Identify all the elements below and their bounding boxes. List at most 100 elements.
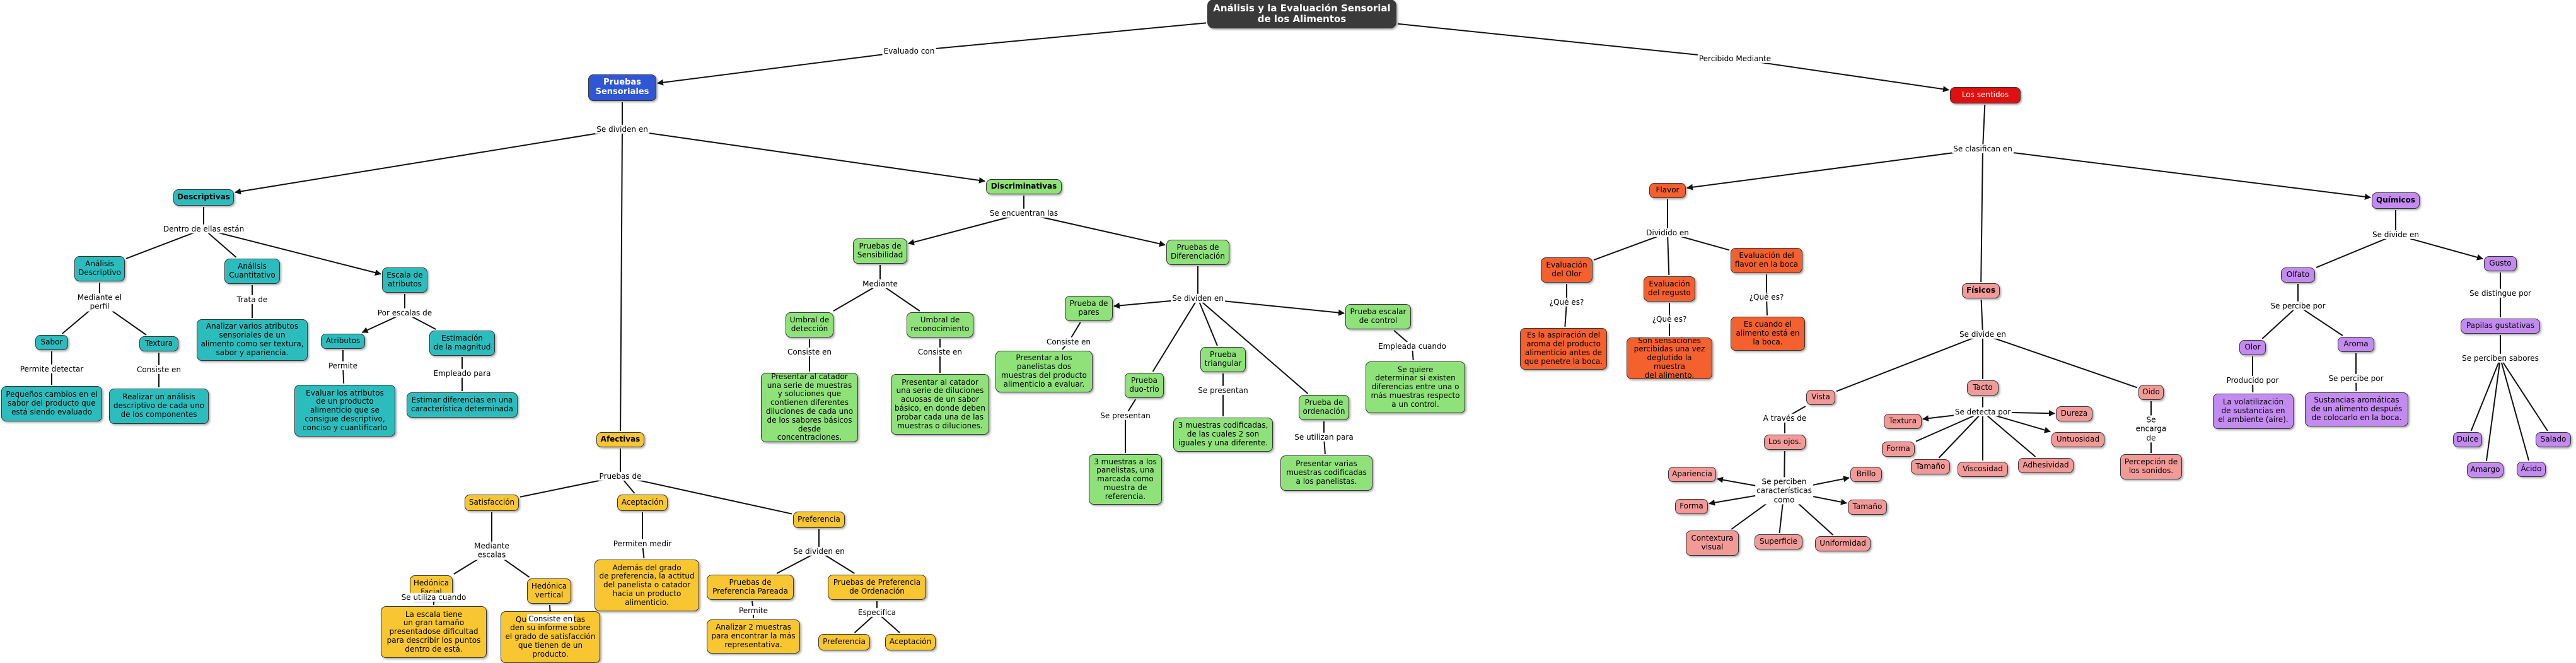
node-presentar-varias: Presentar varias muestras codificadas a … [1280, 455, 1372, 491]
connector-line [1198, 298, 1308, 394]
link-label-especifica: Especifica [857, 608, 897, 617]
node-pruebas-diferenciacion: Pruebas de Diferenciación [1166, 240, 1229, 265]
connector-line [1398, 24, 1735, 59]
node-dulce: Dulce [2453, 432, 2482, 447]
link-label-trata-de: Trata de [236, 295, 269, 304]
link-label-se-dividen-en-2: Se dividen en [1171, 294, 1225, 303]
link-label-permiten-medir: Permiten medir [612, 539, 673, 548]
node-volatilizacion: La volatilización de sustancias en el am… [2213, 394, 2294, 429]
node-preferencia-small: Preferencia [818, 634, 870, 650]
node-eval-regusto: Evaluación del regusto [1644, 276, 1695, 302]
node-los-ojos: Los ojos. [1764, 435, 1806, 450]
node-viscosidad: Viscosidad [1958, 462, 2008, 477]
node-preferencia: Preferencia [793, 512, 845, 528]
link-label-producido-por: Producido por [2225, 376, 2280, 385]
node-umbral-reconocimiento: Umbral de reconocimiento [907, 312, 973, 337]
node-satisfaccion: Satisfacción [465, 495, 519, 511]
node-olor: Olor [2239, 340, 2266, 355]
link-label-se-encuentran-las: Se encuentran las [989, 209, 1059, 218]
node-analisis-cuantitativo: Análisis Cuantitativo [224, 259, 280, 284]
connector-line [1983, 105, 1985, 149]
node-forma-tacto: Forma [1882, 442, 1915, 457]
link-label-se-utiliza-cuando: Se utiliza cuando [400, 593, 468, 602]
node-cuando-alimento: Es cuando el alimento está en la boca. [1731, 317, 1805, 351]
node-presentar-panelistas: Presentar a los panelistas dos muestras … [995, 351, 1093, 392]
node-tamano-tacto: Tamaño [1911, 459, 1950, 474]
link-label-se-perciben-caract: Se perciben características como [1755, 477, 1813, 504]
node-acido: Ácido [2517, 462, 2546, 477]
link-label-se-divide-en-q: Se divide en [2371, 230, 2420, 239]
node-umbral-deteccion: Umbral de detección [786, 312, 833, 337]
node-dureza: Dureza [2056, 406, 2092, 421]
node-uniformidad: Uniformidad [1815, 536, 1871, 551]
link-label-consiste-en-3: Consiste en [917, 348, 963, 356]
link-label-consiste-en-5: Consiste en [527, 614, 574, 623]
node-pref-ordenacion: Pruebas de Preferencia de Ordenación [828, 575, 926, 600]
node-evaluar-atributos: Evaluar los atributos de un producto ali… [294, 385, 395, 437]
link-label-permite-2: Permite [738, 606, 769, 615]
connector-line [2500, 358, 2548, 431]
node-discriminativas: Discriminativas [986, 179, 1062, 194]
connector-line [1836, 334, 1983, 391]
node-flavor: Flavor [1649, 183, 1686, 198]
connector-line [1981, 149, 1983, 282]
connector-line [2316, 235, 2396, 267]
node-textura-desc: Textura [139, 336, 178, 351]
link-label-que-es-1: ¿Qué es? [1548, 298, 1586, 307]
node-amargo: Amargo [2467, 462, 2503, 478]
link-label-se-clasifican-en: Se clasifican en [1952, 144, 2014, 153]
node-prueba-pares: Prueba de pares [1065, 296, 1113, 321]
link-label-se-detecta-por: Se detecta por [1954, 408, 2012, 416]
node-eval-flavor-boca: Evaluación del flavor en la boca [1731, 248, 1802, 273]
node-contextura-visual: Contextura visual [1686, 531, 1739, 556]
node-escala-tiene: La escala tiene un gran tamaño presentad… [381, 606, 487, 658]
link-label-se-presentan-2: Se presentan [1197, 386, 1249, 395]
node-atributos: Atributos [321, 334, 365, 349]
connector-line [2500, 358, 2529, 461]
connector-line [909, 23, 1206, 51]
node-percepcion-sonidos: Percepción de los sonidos. [2120, 454, 2182, 479]
link-label-consiste-en-1: Consiste en [136, 365, 182, 374]
node-superficie: Superficie [1755, 534, 1802, 549]
connector-line [1668, 233, 1669, 275]
node-sabor: Sabor [35, 335, 68, 350]
node-fisicos: Físicos [1962, 283, 2000, 298]
node-brillo: Brillo [1850, 467, 1882, 482]
connector-line [2486, 358, 2500, 461]
node-salado: Salado [2536, 432, 2571, 447]
link-label-se-divide-en: Se divide en [1958, 330, 2007, 339]
link-label-se-utilizan-para: Se utilizan para [1293, 433, 1354, 442]
connector-line [908, 213, 1024, 243]
node-pruebas-sensibilidad: Pruebas de Sensibilidad [853, 238, 907, 264]
node-presentar-catador-2: Presentar al catador una serie de diluci… [891, 374, 989, 435]
link-label-se-percibe-por-1: Se percibe por [2269, 302, 2326, 310]
link-label-se-dividen-en-3: Se dividen en [792, 547, 846, 556]
node-los-sentidos: Los sentidos [1950, 87, 2021, 103]
connector-line [1939, 412, 1983, 458]
link-label-mediante-escalas: Mediante escalas [473, 542, 511, 560]
node-aceptacion-small: Aceptación [885, 634, 936, 650]
node-textura-tacto: Textura [1884, 414, 1922, 429]
node-untuosidad: Untuosidad [2051, 432, 2104, 447]
node-tres-muestras-cod: 3 muestras codificadas, de las cuales 2 … [1173, 418, 1273, 452]
link-label-por-escalas-de: Por escalas de [376, 308, 433, 317]
connector-line [622, 129, 985, 181]
node-oido: Oido [2138, 385, 2164, 400]
node-eval-olor: Evaluación del Olor [1541, 257, 1593, 283]
node-descriptivas: Descriptivas [173, 189, 234, 206]
link-label-se-perciben-sabores: Se perciben sabores [2461, 354, 2540, 363]
link-label-se-percibe-por-2: Se percibe por [2327, 374, 2384, 383]
connector-line [1198, 298, 1217, 346]
link-label-se-encarga-de: Se encarga de [2135, 415, 2168, 442]
node-realizar-analisis: Realizar un análisis descriptivo de cada… [109, 389, 209, 424]
link-label-mediante-1: Mediante [861, 279, 899, 288]
node-analizar-varios: Analizar varios atributos sensoriales de… [197, 319, 308, 361]
link-label-pruebas-de: Pruebas de [598, 472, 643, 481]
node-apariencia: Apariencia [1668, 467, 1716, 482]
link-label-permite-1: Permite [327, 361, 359, 370]
node-papilas: Papilas gustativas [2461, 319, 2540, 334]
link-label-dividido-en: Dividido en [1645, 228, 1690, 237]
link-label-dentro-de-ellas: Dentro de ellas están [162, 225, 245, 233]
